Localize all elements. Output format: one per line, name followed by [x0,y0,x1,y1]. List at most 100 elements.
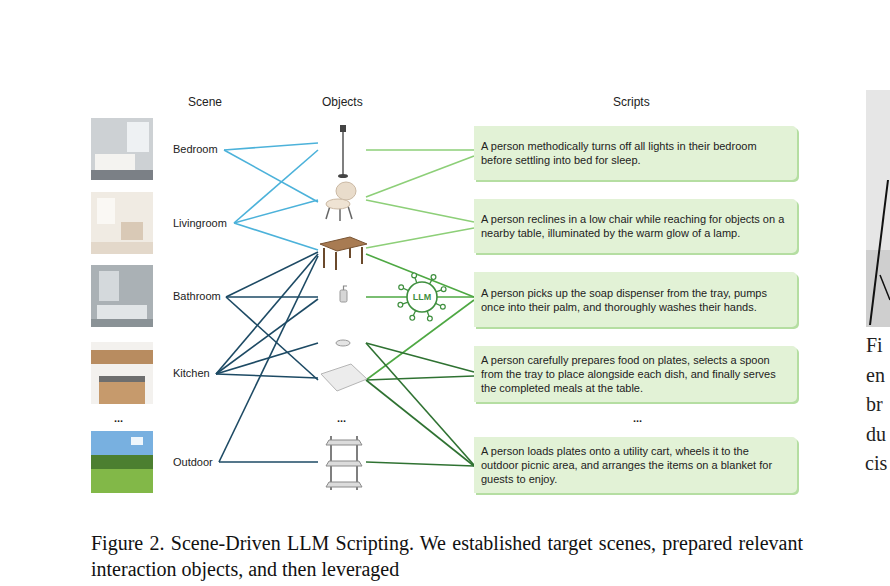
connector-wire [366,228,474,248]
photo-stroke [870,180,888,325]
photo-region [91,118,153,180]
photo-region [91,350,153,364]
lamp-pole [342,131,344,175]
connector-wire [226,252,318,297]
scene-node: Livingroom [91,192,251,254]
script-text: A person carefully prepares food on plat… [481,353,789,395]
script-box: A person reclines in a low chair while r… [474,199,797,253]
chair-back [336,182,356,200]
scene-label: Bedroom [173,143,218,155]
scene-photo [91,265,153,327]
circuit-pad [441,287,446,292]
caption-fragment: br [866,392,883,416]
circuit-pad [398,302,403,307]
cart-shelf [326,482,362,487]
photo-region [121,222,143,240]
table-icon [320,237,367,270]
photo-region [91,242,153,254]
script-box: A person loads plates onto a utility car… [474,437,797,493]
caption-fragment: en [866,363,885,387]
photo-region [91,469,153,493]
connector-wire [234,200,318,223]
circuit-pad [440,304,445,309]
scene-node: Bedroom [91,118,251,180]
connector-wire [366,343,474,465]
photo-region [91,192,153,254]
photo-region [99,382,145,404]
soap-pump [344,286,348,290]
scene-label: Bathroom [173,290,221,302]
chair-leg [339,208,341,221]
connector-wire [366,343,474,372]
scene-label: Outdoor [173,456,213,468]
soap-bottle [340,290,347,302]
connector-wire [366,380,474,466]
connector-wire [226,296,318,298]
table-top [320,237,367,251]
table-leg [323,248,325,268]
photo-region [99,376,145,382]
lamp-shade [340,125,346,132]
connector-wire [219,461,318,463]
photo-stroke [880,275,890,300]
scene-photo [91,431,153,493]
connector-wire [216,254,318,374]
ellipsis: ... [114,411,123,426]
scene-label: Kitchen [173,367,210,379]
photo-region [91,170,153,180]
table-leg [361,247,363,264]
photo-region [91,431,153,493]
caption-fragment: du [866,422,886,446]
scene-photo [91,192,153,254]
photo-region [91,265,153,327]
script-box: A person picks up the soap dispenser fro… [474,272,797,327]
chair-seat [326,199,350,209]
chair-icon [326,182,356,221]
script-text: A person loads plates onto a utility car… [481,444,789,486]
circuit-pad [410,315,415,320]
circuit-pad [427,316,432,321]
photo-region [91,342,153,404]
scene-label: Livingroom [173,217,227,229]
cart-shelf [326,461,362,466]
figure-caption: Figure 2. Scene-Driven LLM Scripting. We… [91,530,803,582]
caption-fragment: Fi [866,333,883,357]
scene-photo [91,118,153,180]
circuit-pad [412,273,417,278]
photo-region [127,122,149,152]
lamp-base [338,174,348,178]
scene-node: Outdoor [91,431,251,493]
object-icons [320,125,367,490]
script-box: A person methodically turns off all ligh… [474,126,797,180]
table-leg [335,252,337,270]
connector-wire [366,156,474,197]
soap-icon [340,286,347,302]
connector-wire [234,223,318,250]
connector-wire [366,149,474,151]
connector-wires [216,143,474,466]
photo-region [95,154,135,170]
adjacent-figure-photo [866,90,890,327]
connector-wire [216,374,318,378]
photo-region [91,319,153,327]
connector-wire [366,200,474,222]
cart-shelf [326,440,362,445]
script-text: A person methodically turns off all ligh… [481,139,789,167]
connector-wire [234,150,318,223]
ellipsis: ... [633,411,642,426]
circuit-pad [431,275,436,280]
column-header: Objects [322,94,363,110]
script-text: A person reclines in a low chair while r… [481,212,789,240]
column-header: Scene [188,94,222,110]
photo-region [97,305,147,319]
column-header: Scripts [613,94,650,110]
llm-badge: LLM [394,269,450,325]
chair-leg [348,206,352,219]
cart-icon [326,436,362,490]
connector-wire [224,143,318,150]
connector-wire [366,462,474,466]
caption-fragment: cis [865,451,887,475]
script-box: A person carefully prepares food on plat… [474,346,797,402]
plate-icon [336,340,350,346]
